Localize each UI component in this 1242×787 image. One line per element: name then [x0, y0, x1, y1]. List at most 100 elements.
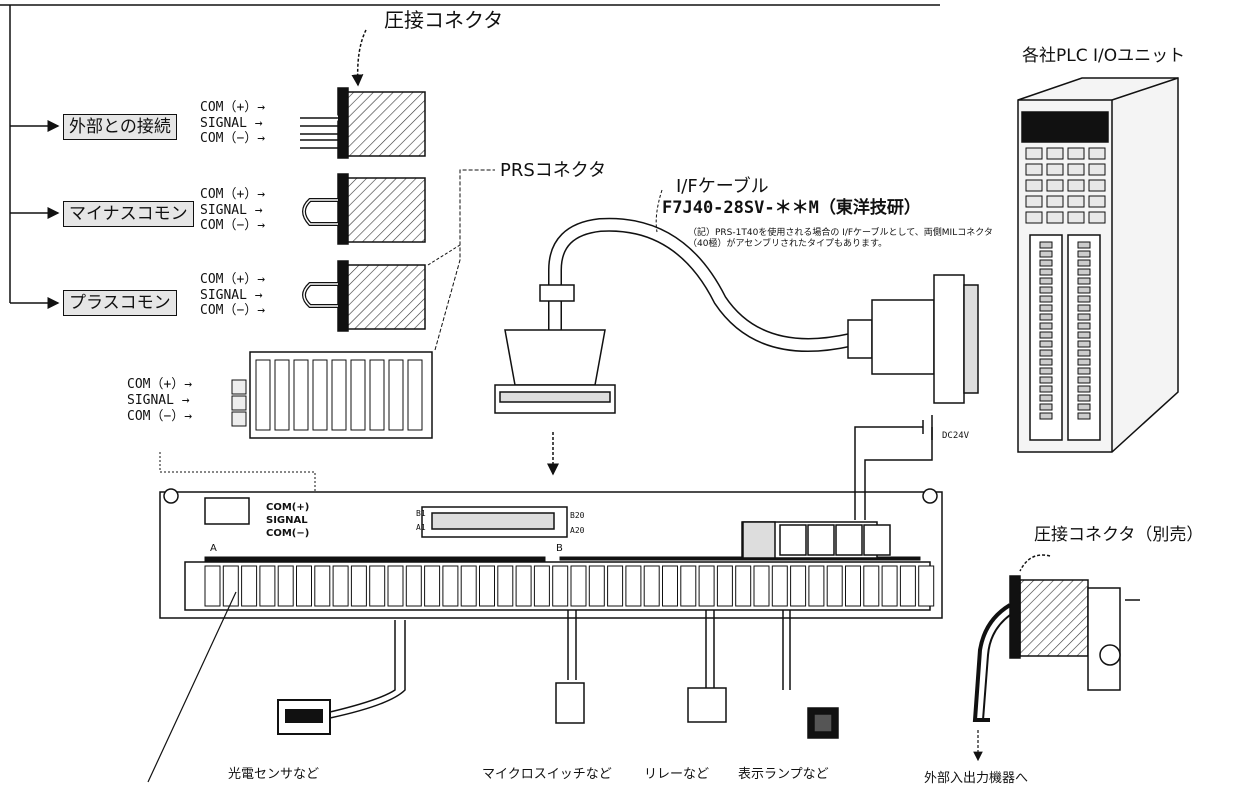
tb-com-plus: COM(+) — [266, 502, 310, 513]
relay — [687, 687, 727, 723]
terminal-slot — [643, 565, 660, 607]
plc-pin — [1077, 259, 1091, 267]
plc-pin — [1077, 340, 1091, 348]
plc-key — [1088, 195, 1106, 208]
plc-key — [1046, 163, 1064, 176]
plc-key — [1088, 211, 1106, 224]
terminal-slot — [899, 565, 916, 607]
tb-pin-a1: A1 — [416, 523, 426, 532]
terminal-slot — [845, 565, 861, 607]
terminal-slot — [222, 565, 239, 607]
tb-signal: SIGNAL — [266, 515, 308, 526]
plc-key — [1046, 211, 1064, 224]
sig-com-minus-2: COM（−）→ — [200, 218, 266, 233]
terminal-slot — [533, 565, 550, 607]
sig-com-plus-4: COM（+）→ — [127, 377, 193, 392]
device-label-microswitch: マイクロスイッチなど — [482, 767, 612, 782]
terminal-slot — [296, 565, 312, 607]
plc-pin — [1039, 277, 1053, 285]
plc-pin — [1039, 241, 1053, 249]
plc-pin — [1039, 268, 1053, 276]
terminal-slot — [277, 565, 294, 607]
prs-connector-block — [249, 351, 433, 439]
prs-slot — [293, 359, 309, 431]
terminal-slot — [332, 565, 349, 607]
prs-pointer — [434, 169, 495, 351]
prs-connector-label: PRSコネクタ — [500, 160, 607, 181]
plc-pin — [1039, 394, 1053, 402]
plc-pin — [1039, 259, 1053, 267]
plc-pin — [1039, 385, 1053, 393]
terminal-slot — [771, 565, 788, 607]
device-label-lamp: 表示ランプなど — [738, 767, 829, 782]
terminal-slot — [826, 565, 843, 607]
plc-pin — [1039, 304, 1053, 312]
device-label-sensor: 光電センサなど — [228, 767, 320, 782]
terminal-slot — [625, 565, 642, 607]
crimp-connector-detail — [972, 554, 1140, 722]
terminal-slot — [350, 565, 367, 607]
terminal-slot — [387, 565, 404, 607]
sig-com-minus-4: COM（−）→ — [127, 409, 193, 424]
plc-pin — [1077, 403, 1091, 411]
plc-unit-label: 各社PLC I/Oユニット — [1022, 46, 1186, 66]
plc-pin — [1039, 412, 1053, 420]
terminal-slot — [698, 565, 715, 607]
plc-key — [1025, 163, 1043, 176]
mode-external-connection: 外部との接続 — [63, 114, 177, 140]
plc-pin — [1039, 403, 1053, 411]
terminal-rail-b — [559, 556, 921, 561]
plc-pin — [1077, 295, 1091, 303]
if-cable-label: I/Fケーブル — [676, 176, 769, 197]
plc-pin — [1077, 358, 1091, 366]
connector-plus-common — [302, 260, 426, 332]
plc-key — [1067, 163, 1085, 176]
sig-signal-1: SIGNAL → — [200, 116, 263, 131]
plc-pin — [1039, 313, 1053, 321]
plc-pin — [1039, 367, 1053, 375]
prs-slot — [350, 359, 366, 431]
plc-key — [1067, 195, 1085, 208]
indicator-lamp — [807, 707, 839, 739]
terminal-slot — [204, 565, 221, 607]
crimp-connector-label: 圧接コネクタ — [384, 8, 504, 32]
terminal-slot — [479, 565, 495, 607]
sig-com-plus-2: COM（+）→ — [200, 187, 266, 202]
sig-com-minus-3: COM（−）→ — [200, 303, 266, 318]
terminal-slot — [241, 565, 258, 607]
terminal-slot — [588, 565, 605, 607]
terminal-slot — [808, 565, 825, 607]
plc-key — [1025, 147, 1043, 160]
plc-key — [1088, 147, 1106, 160]
plc-key — [1067, 179, 1085, 192]
terminal-rail-a — [204, 556, 546, 563]
prs-slot — [331, 359, 347, 431]
terminal-slot — [460, 565, 477, 607]
plc-pin — [1039, 376, 1053, 384]
terminal-slot — [790, 565, 807, 607]
prs-slot — [312, 359, 328, 431]
plc-key — [1046, 147, 1064, 160]
dc24v-label: DC24V — [942, 431, 970, 441]
plc-key — [1025, 179, 1043, 192]
terminal-slot — [424, 565, 441, 607]
plc-pin — [1077, 331, 1091, 339]
terminal-slot — [662, 565, 678, 607]
terminal-slot — [881, 565, 898, 607]
tb-pin-a20: A20 — [570, 526, 585, 535]
dc24v-feed — [854, 415, 933, 520]
terminal-slot — [497, 565, 514, 607]
terminal-slot — [515, 565, 532, 607]
cable-model-label: F7J40-28SV-＊＊M（東洋技研） — [662, 198, 921, 218]
device-wires — [329, 610, 791, 719]
terminal-block-body — [159, 488, 943, 619]
terminal-slot — [863, 565, 880, 607]
terminal-slot — [918, 565, 935, 607]
sig-signal-3: SIGNAL → — [200, 288, 263, 303]
terminal-slot — [442, 565, 459, 607]
mode-minus-common: マイナスコモン — [63, 201, 194, 227]
cable-note: （記）PRS-1T40を使用される場合の I/Fケーブルとして、両側MILコネク… — [688, 228, 993, 249]
plc-pin — [1077, 412, 1091, 420]
plc-pin — [1077, 268, 1091, 276]
